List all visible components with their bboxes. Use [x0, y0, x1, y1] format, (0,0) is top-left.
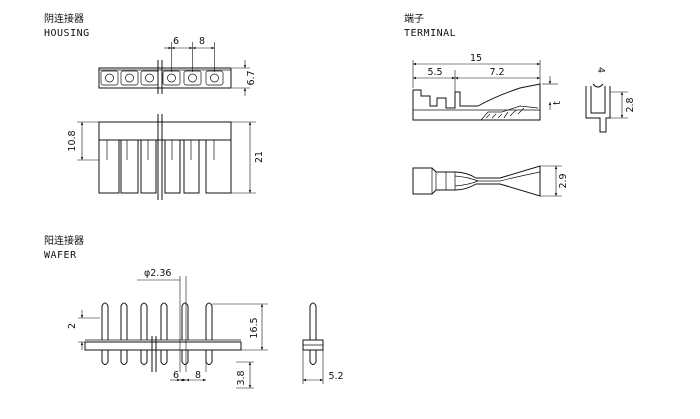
wafer-dim-pin-dia: φ2.36	[144, 268, 171, 279]
housing-dim-height-top: 6.7	[246, 70, 257, 85]
wafer-dim-pitch-a: 6	[173, 370, 179, 381]
wafer-section: 阳连接器 WAFER	[44, 234, 344, 389]
terminal-dim-profile-h: 2.8	[625, 97, 636, 112]
terminal-dim-total: 15	[470, 53, 482, 64]
housing-dim-pitch-a: 6	[173, 36, 179, 47]
terminal-title-en: TERMINAL	[404, 28, 456, 39]
wafer-dim-pin-h: 16.5	[249, 317, 260, 338]
terminal-dim-width: 2.9	[558, 173, 569, 188]
terminal-title-cn: 端子	[404, 12, 424, 25]
housing-dim-pitch-b: 8	[199, 36, 205, 47]
wafer-title-cn: 阳连接器	[44, 234, 84, 247]
housing-section: 阴连接器 HOUSING	[44, 12, 265, 200]
housing-side-view	[98, 114, 232, 200]
housing-title-en: HOUSING	[44, 28, 90, 39]
wafer-dim-left-h: 2	[67, 323, 78, 329]
terminal-dim-thickness: t	[552, 101, 563, 105]
terminal-dim-front: 5.5	[427, 67, 442, 78]
wafer-title-en: WAFER	[44, 250, 77, 261]
housing-dim-left-h: 10.8	[67, 130, 78, 151]
wafer-front-view	[84, 302, 242, 372]
terminal-end-profile	[585, 83, 611, 133]
wafer-side-view	[302, 302, 324, 365]
terminal-dim-profile-w: 4	[595, 67, 606, 73]
terminal-side-view	[412, 83, 541, 121]
terminal-dim-rear: 7.2	[489, 67, 504, 78]
housing-dim-right-h: 21	[254, 151, 265, 163]
housing-top-view	[98, 60, 232, 94]
terminal-section: 端子 TERMINAL 15 5.5 7.2 t	[404, 12, 636, 197]
terminal-top-view	[412, 165, 541, 197]
wafer-dim-side-w: 5.2	[328, 371, 343, 382]
wafer-dim-pitch-b: 8	[195, 370, 201, 381]
housing-title-cn: 阴连接器	[44, 12, 84, 25]
wafer-dim-base-h: 3.8	[236, 370, 247, 385]
